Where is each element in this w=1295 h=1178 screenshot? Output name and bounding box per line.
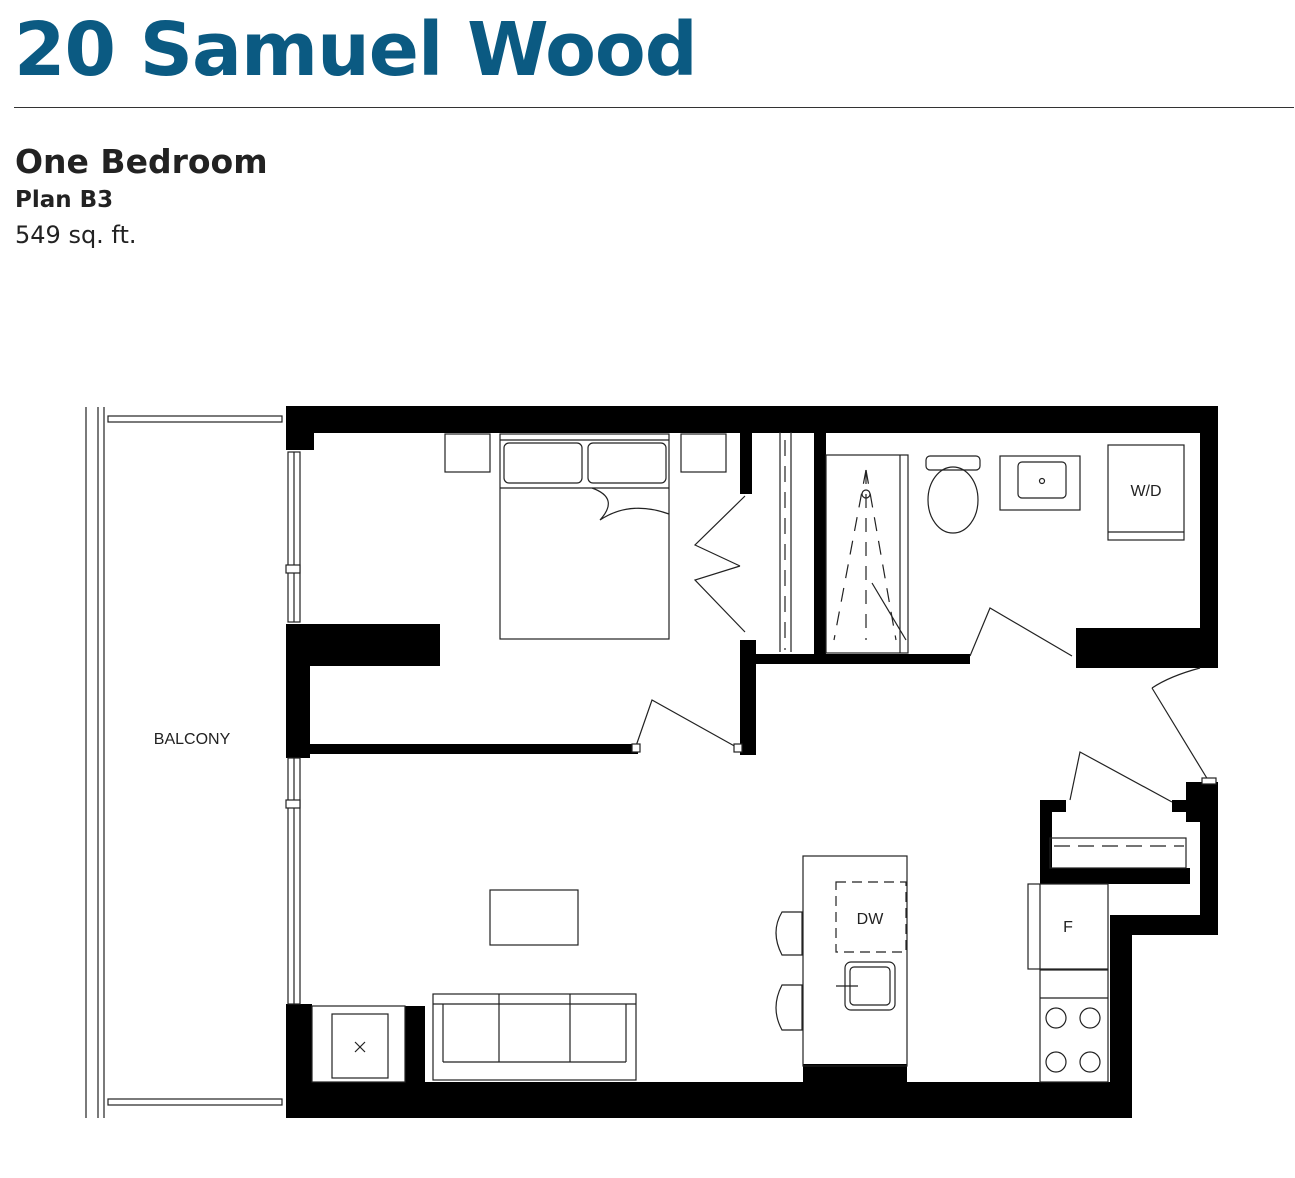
- closet: [693, 432, 792, 652]
- dishwasher-label: DW: [857, 911, 885, 928]
- washer-dryer-label: W/D: [1130, 483, 1161, 500]
- bathroom-fixtures: [825, 444, 1185, 657]
- balcony-label: BALCONY: [154, 731, 231, 748]
- unit-type: One Bedroom: [15, 142, 268, 181]
- fridge-label: F: [1063, 919, 1073, 936]
- living-furniture: [311, 889, 637, 1083]
- plan-name: Plan B3: [15, 187, 114, 213]
- bed: [444, 433, 727, 640]
- kitchen: [775, 855, 1109, 1083]
- balcony: [85, 407, 283, 1118]
- building-title: 20 Samuel Wood: [14, 7, 698, 93]
- windows: [285, 451, 301, 1005]
- unit-area: 549 sq. ft.: [15, 221, 137, 249]
- header-divider: [14, 107, 1294, 108]
- doors: [631, 667, 1217, 869]
- walls: [286, 406, 1218, 1118]
